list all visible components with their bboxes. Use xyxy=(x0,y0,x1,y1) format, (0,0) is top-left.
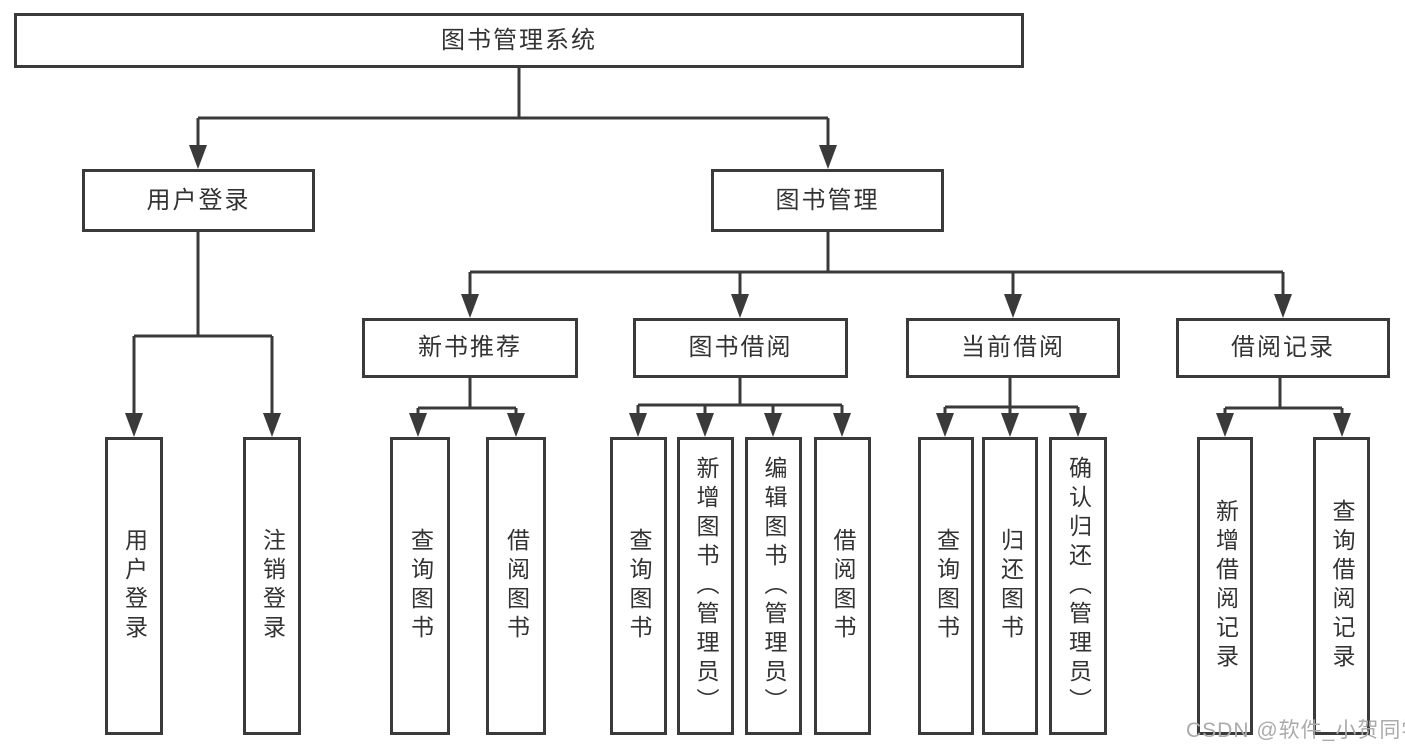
arrowhead-bb-query xyxy=(629,413,647,437)
node-library-management-system: 图书管理系统 xyxy=(14,13,1024,68)
node-label: 编辑图书（管理员） xyxy=(761,455,787,717)
node-leaf-borrow-edit-books: 编辑图书（管理员） xyxy=(745,437,802,735)
arrowhead-br-add xyxy=(1216,413,1234,437)
node-leaf-logout: 注销登录 xyxy=(243,437,301,735)
arrowhead-currentborrow xyxy=(1004,294,1022,318)
node-label: 当前借阅 xyxy=(961,334,1065,361)
node-label: 借阅图书 xyxy=(830,528,856,644)
node-label: 图书管理 xyxy=(775,186,880,214)
node-current-borrow: 当前借阅 xyxy=(906,318,1120,378)
node-label: 归还图书 xyxy=(997,528,1024,644)
node-leaf-borrow-add-books: 新增图书（管理员） xyxy=(677,437,734,735)
node-label: 查询图书 xyxy=(407,528,434,644)
arrowhead-bb-borrow xyxy=(833,413,851,437)
arrowhead-rec-borrow xyxy=(507,413,525,437)
arrowhead-br-query xyxy=(1333,413,1351,437)
node-label: 查询图书 xyxy=(933,528,960,644)
arrowhead-bb-add xyxy=(696,413,714,437)
arrowhead-user-login xyxy=(189,145,207,169)
node-leaf-recommend-query-books: 查询图书 xyxy=(390,437,450,735)
node-label: 新增图书（管理员） xyxy=(693,455,719,717)
node-leaf-current-query-books: 查询图书 xyxy=(918,437,974,735)
arrowhead-borrowrecords xyxy=(1274,294,1292,318)
node-leaf-borrow-borrow-books: 借阅图书 xyxy=(814,437,871,735)
node-label: 新增借阅记录 xyxy=(1212,499,1239,673)
node-label: 查询图书 xyxy=(626,528,652,644)
node-label: 查询借阅记录 xyxy=(1329,499,1355,673)
arrowhead-leaf-logout xyxy=(263,413,281,437)
node-label: 图书借阅 xyxy=(688,334,793,361)
node-leaf-records-add-record: 新增借阅记录 xyxy=(1197,437,1253,735)
node-label: 用户登录 xyxy=(121,528,148,644)
node-new-book-recommend: 新书推荐 xyxy=(362,318,578,378)
node-leaf-user-login: 用户登录 xyxy=(105,437,163,735)
arrowhead-bb-edit xyxy=(764,413,782,437)
arrowhead-cb-confirm xyxy=(1069,413,1087,437)
node-label: 注销登录 xyxy=(259,528,286,644)
node-user-login-branch: 用户登录 xyxy=(82,169,315,232)
node-label: 借阅记录 xyxy=(1231,334,1335,361)
arrowhead-bookborrow xyxy=(731,294,749,318)
node-leaf-records-query-record: 查询借阅记录 xyxy=(1313,437,1370,735)
arrowhead-rec-query xyxy=(409,413,427,437)
node-leaf-current-return-books: 归还图书 xyxy=(982,437,1038,735)
node-label: 用户登录 xyxy=(146,186,251,214)
node-label: 确认归还（管理员） xyxy=(1065,455,1092,717)
arrowhead-leaf-userlogin xyxy=(125,413,143,437)
node-leaf-borrow-query-books: 查询图书 xyxy=(610,437,667,735)
node-label: 借阅图书 xyxy=(503,528,530,644)
arrowhead-cb-return xyxy=(1001,413,1019,437)
node-borrow-records: 借阅记录 xyxy=(1176,318,1390,378)
node-label: 新书推荐 xyxy=(418,334,522,361)
csdn-watermark: CSDN @软件_小贺同学 xyxy=(1186,719,1405,742)
node-label: 图书管理系统 xyxy=(441,26,597,54)
arrowhead-book-mgmt xyxy=(819,145,837,169)
node-book-management-branch: 图书管理 xyxy=(711,169,944,232)
arrowhead-recommend xyxy=(461,294,479,318)
node-leaf-current-confirm-return: 确认归还（管理员） xyxy=(1049,437,1107,735)
node-leaf-recommend-borrow-books: 借阅图书 xyxy=(486,437,546,735)
node-book-borrow: 图书借阅 xyxy=(633,318,848,378)
arrowhead-cb-query xyxy=(936,413,954,437)
